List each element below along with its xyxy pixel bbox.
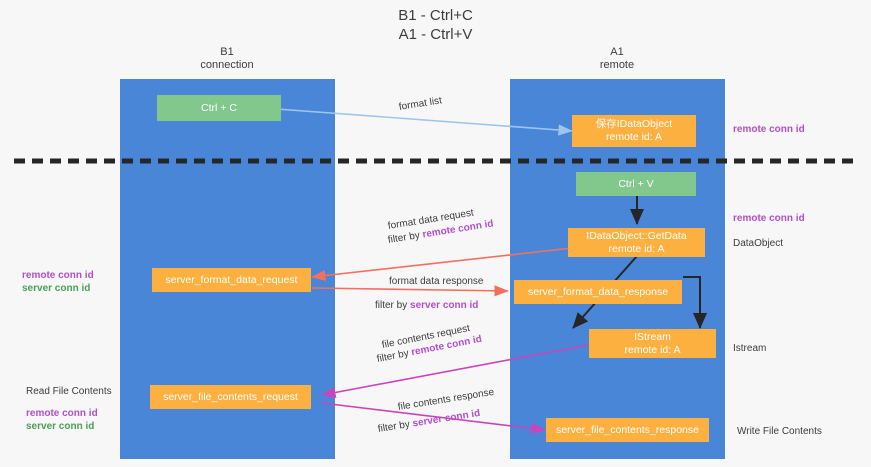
- node-ctrl-v-label: Ctrl + V: [618, 177, 654, 190]
- column-header-a1: A1 remote: [527, 46, 707, 72]
- filter-key-server-conn-id: server conn id: [411, 407, 481, 430]
- title-line-1: B1 - Ctrl+C: [398, 7, 473, 24]
- node-ctrl-c-label: Ctrl + C: [201, 101, 237, 114]
- annotation-left-server-conn-id-bottom: server conn id: [26, 421, 95, 432]
- annotation-right-remote-conn-id-top: remote conn id: [733, 124, 805, 135]
- column-header-b1-line1: B1: [220, 46, 234, 58]
- node-idataobject-label: 保存IDataObject: [595, 118, 673, 130]
- label-format-data-response-text: format data response: [389, 276, 484, 287]
- label-file-contents-response-filter: filter by server conn id: [377, 407, 481, 436]
- node-istream-label: IStream: [634, 330, 671, 343]
- node-server-format-data-request-label: server_format_data_request: [165, 273, 298, 286]
- column-header-b1-line2: connection: [200, 59, 254, 71]
- annotation-right-write-file-contents: Write File Contents: [737, 426, 822, 437]
- label-format-data-response: format data response: [389, 275, 484, 288]
- column-header-a1-line2: remote: [599, 59, 635, 71]
- node-getdata[interactable]: IDataObject::GetData remote id: A: [568, 228, 705, 257]
- node-getdata-label: IDataObject::GetData: [586, 229, 687, 242]
- filter-prefix: filter by: [375, 347, 413, 365]
- label-file-contents-response-text: file contents response: [397, 386, 495, 413]
- column-header-a1-line1: A1: [610, 46, 624, 58]
- filter-key-server-conn-id: server conn id: [410, 300, 479, 311]
- annotation-left-server-conn-id-mid: server conn id: [22, 283, 91, 294]
- annotation-right-dataobject: DataObject: [733, 238, 784, 249]
- node-server-format-data-response[interactable]: server_format_data_response: [514, 280, 682, 304]
- node-server-format-data-request[interactable]: server_format_data_request: [152, 268, 311, 292]
- title-line-2: A1 - Ctrl+V: [398, 26, 473, 43]
- annotation-left-remote-conn-id-mid: remote conn id: [22, 270, 94, 281]
- node-ctrl-c[interactable]: Ctrl + C: [157, 95, 281, 121]
- annotation-left-remote-conn-id-bottom: remote conn id: [26, 408, 98, 419]
- label-file-contents-response: file contents response: [397, 386, 495, 414]
- node-idataobject-remote-id: remote id: A: [605, 131, 663, 143]
- label-format-list: format list: [398, 94, 443, 114]
- diagram-title: B1 - Ctrl+C A1 - Ctrl+V: [0, 6, 871, 44]
- node-server-file-contents-response-label: server_file_contents_response: [555, 423, 699, 436]
- annotation-left-read-file-contents: Read File Contents: [26, 386, 112, 397]
- node-server-file-contents-response[interactable]: server_file_contents_response: [546, 418, 709, 442]
- node-istream[interactable]: IStream remote id: A: [589, 329, 716, 358]
- filter-prefix: filter by: [375, 300, 411, 311]
- node-istream-remote-id: remote id: A: [624, 343, 681, 356]
- column-header-b1: B1 connection: [137, 46, 317, 72]
- node-server-file-contents-request[interactable]: server_file_contents_request: [150, 385, 311, 409]
- node-server-file-contents-request-label: server_file_contents_request: [163, 390, 298, 403]
- annotation-right-istream: Istream: [733, 343, 767, 354]
- arrow-format-data-response: [311, 285, 509, 297]
- node-idataobject[interactable]: 保存IDataObject remote id: A: [572, 115, 696, 147]
- filter-prefix: filter by: [377, 418, 414, 435]
- node-server-format-data-response-label: server_format_data_response: [527, 285, 669, 298]
- label-format-data-response-filter: filter by server conn id: [375, 299, 478, 312]
- label-format-list-text: format list: [398, 95, 443, 113]
- node-ctrl-v[interactable]: Ctrl + V: [576, 172, 696, 196]
- node-getdata-remote-id: remote id: A: [608, 242, 665, 255]
- annotation-right-remote-conn-id-mid: remote conn id: [733, 213, 805, 224]
